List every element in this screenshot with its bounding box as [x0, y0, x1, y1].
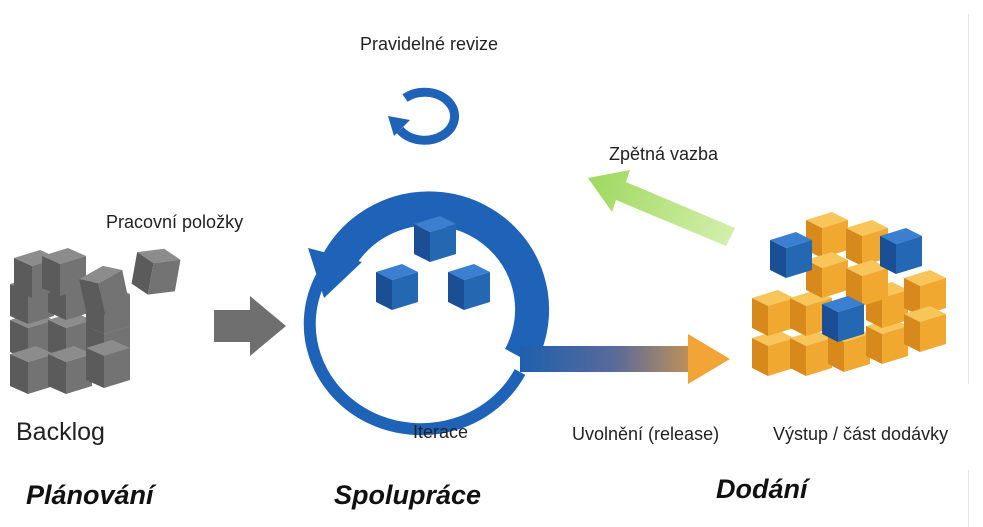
reviews-label: Pravidelné revize: [360, 34, 499, 54]
feedback-label: Zpětná vazba: [609, 144, 719, 164]
review-cycle-icon: [388, 87, 460, 145]
backlog-cubes: [10, 244, 182, 394]
delivery-cubes: [752, 212, 946, 376]
work-items-label: Pracovní položky: [106, 212, 244, 232]
release-arrow-icon: [520, 334, 730, 384]
phase-planning: Plánování: [26, 480, 154, 510]
divider-line: [968, 470, 969, 527]
phase-collaboration: Spolupráce: [334, 480, 482, 510]
release-label: Uvolnění (release): [572, 424, 720, 444]
feedback-arrow-icon: [588, 170, 735, 246]
iteration-cycle-icon: [303, 191, 550, 436]
arrow-to-collaboration-icon: [214, 296, 286, 356]
output-label: Výstup / část dodávky: [773, 424, 949, 444]
iteration-label: Iterace: [413, 422, 469, 442]
phase-delivery: Dodání: [716, 474, 808, 504]
backlog-label: Backlog: [16, 418, 105, 446]
divider-line: [968, 14, 969, 384]
